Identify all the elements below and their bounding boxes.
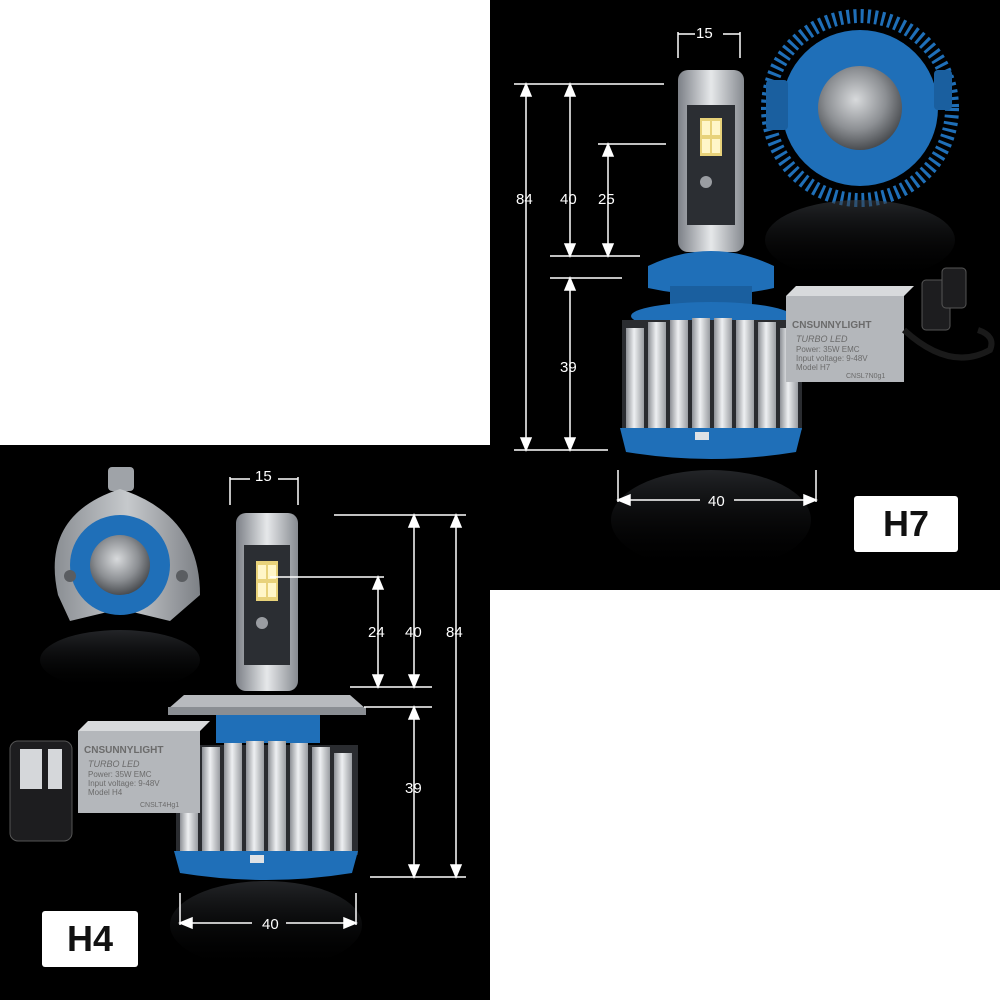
h7-driver-line-3: Power: 35W EMC bbox=[796, 345, 860, 354]
h7-total-length-label: 84 bbox=[516, 191, 533, 208]
h4-driver-brand-text: CNSUNNYLIGHT bbox=[84, 745, 163, 756]
h7-rear-view bbox=[761, 9, 959, 280]
h4-base-width-label: 40 bbox=[262, 916, 279, 933]
h4-driver-line-3: Power: 35W EMC bbox=[88, 770, 152, 779]
h7-base-ring bbox=[611, 428, 811, 570]
h4-bulb-illustration: CNSUNNYLIGHT TURBO LED Power: 35W EMC In… bbox=[9, 467, 466, 969]
h4-driver-line-6: CNSLT4Hg1 bbox=[140, 802, 179, 809]
h7-driver-line-2: TURBO LED bbox=[796, 334, 848, 344]
h4-model-badge: H4 bbox=[42, 911, 138, 967]
h7-product-panel: CNSUNNYLIGHT TURBO LED Power: 35W EMC In… bbox=[490, 0, 1000, 590]
h7-model-badge: H7 bbox=[854, 496, 958, 552]
h4-chip-length-label: 24 bbox=[368, 624, 385, 641]
h7-chip-length-label: 25 bbox=[598, 191, 615, 208]
h4-base-ring bbox=[170, 851, 362, 969]
h7-heatsink-fins bbox=[622, 318, 802, 430]
h4-product-panel: CNSUNNYLIGHT TURBO LED Power: 35W EMC In… bbox=[0, 445, 490, 1000]
h7-bulb-illustration: CNSUNNYLIGHT TURBO LED Power: 35W EMC In… bbox=[514, 9, 995, 570]
h4-lower-length-label: 39 bbox=[405, 780, 422, 797]
h7-blue-collar bbox=[631, 251, 791, 330]
h4-total-length-label: 84 bbox=[446, 624, 463, 641]
h7-lower-length-label: 39 bbox=[560, 359, 577, 376]
h4-driver-line-2: TURBO LED bbox=[88, 759, 140, 769]
h7-driver-brand-text: CNSUNNYLIGHT bbox=[792, 320, 871, 331]
h4-led-head bbox=[236, 513, 298, 691]
h7-dimension-lines bbox=[514, 32, 818, 507]
h7-driver-line-4: Input voltage: 9-48V bbox=[796, 354, 868, 363]
h7-upper-length-label: 40 bbox=[560, 191, 577, 208]
h7-driver-line-5: Model H7 bbox=[796, 363, 831, 372]
h4-driver-box: CNSUNNYLIGHT TURBO LED Power: 35W EMC In… bbox=[9, 721, 210, 842]
h4-heatsink-fins bbox=[176, 741, 358, 855]
h4-dimension-lines bbox=[178, 477, 466, 930]
h4-head-width-label: 15 bbox=[255, 468, 272, 485]
h4-driver-line-4: Input voltage: 9-48V bbox=[88, 779, 160, 788]
h4-rear-view bbox=[40, 467, 200, 690]
h7-driver-box: CNSUNNYLIGHT TURBO LED Power: 35W EMC In… bbox=[786, 267, 995, 382]
h7-led-head bbox=[678, 70, 744, 252]
h7-head-width-label: 15 bbox=[696, 25, 713, 42]
h4-flange bbox=[168, 695, 366, 743]
h7-base-width-label: 40 bbox=[708, 493, 725, 510]
h7-driver-line-6: CNSL7N0g1 bbox=[846, 373, 885, 380]
h4-upper-length-label: 40 bbox=[405, 624, 422, 641]
h4-driver-line-5: Model H4 bbox=[88, 788, 123, 797]
